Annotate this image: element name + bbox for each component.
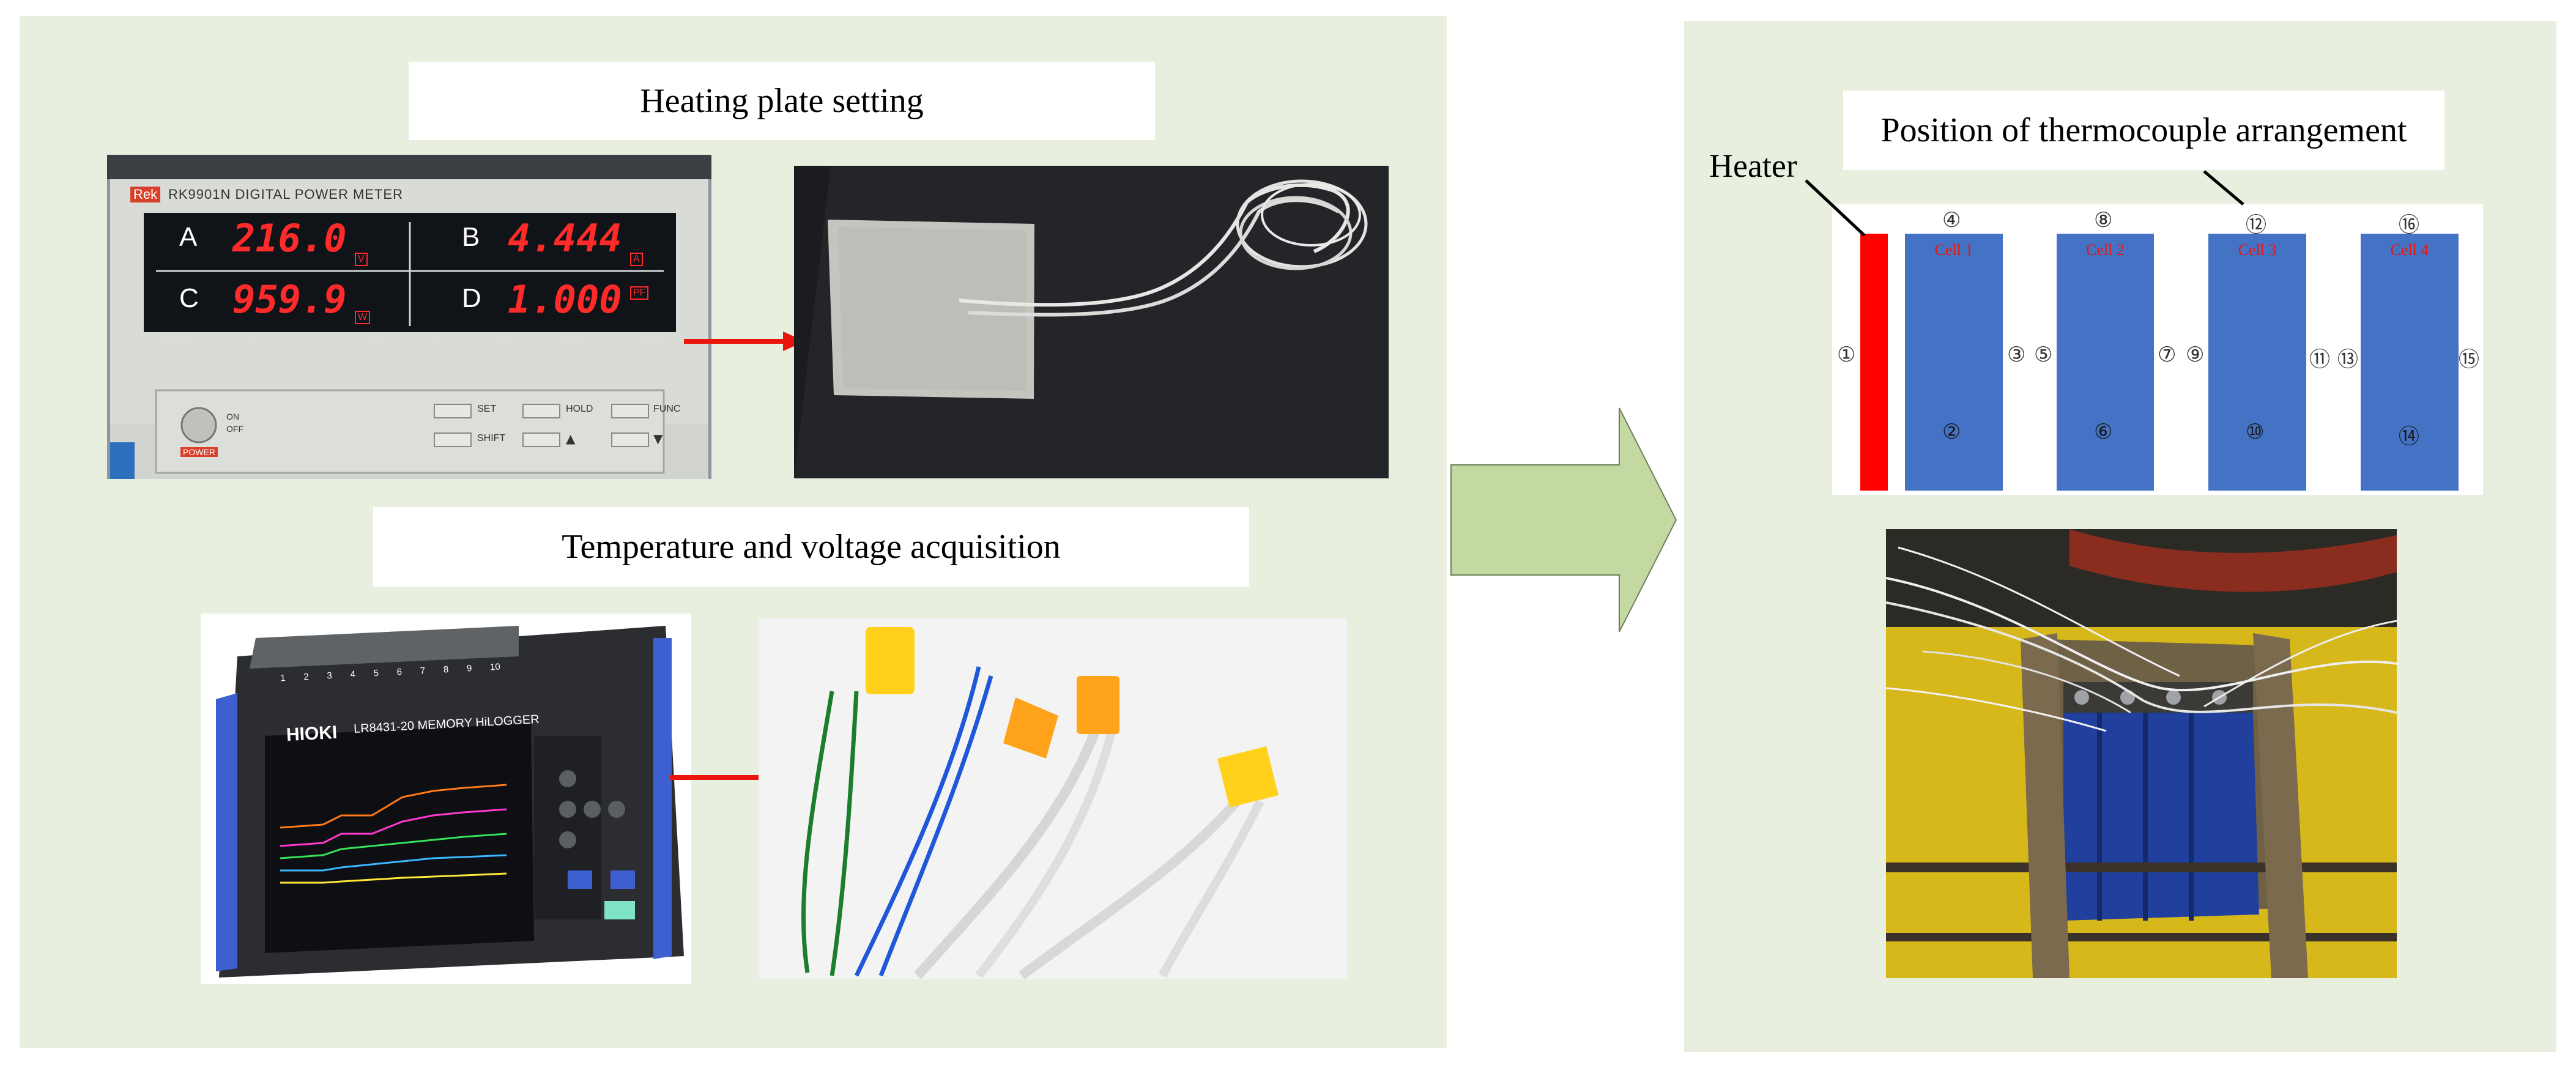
marker-9: ⑨: [2186, 344, 2205, 366]
status-i-h: I-H: [245, 338, 258, 349]
marker-2: ②: [1942, 421, 1961, 443]
marker-5: ⑤: [2034, 344, 2053, 366]
status-p-l: P-L: [433, 338, 449, 349]
meter-hold-button: HOLD: [566, 404, 593, 414]
cell-2-label: Cell 2: [2086, 241, 2125, 259]
marker-12: ⑫: [2246, 214, 2266, 237]
process-flow-arrow: [1450, 407, 1677, 633]
meter-down-button: ▼: [653, 431, 663, 446]
marker-1: ①: [1837, 344, 1856, 366]
thermocouple-arrangement-title: Position of thermocouple arrangement: [1843, 91, 2444, 170]
meter-up-button: ▲: [566, 431, 576, 446]
heating-plate-title: Heating plate setting: [409, 62, 1155, 140]
status-ng: NG: [498, 338, 513, 349]
marker-3: ③: [2007, 344, 2026, 366]
marker-6: ⑥: [2094, 421, 2113, 443]
reading-d-unit: PF: [630, 286, 649, 300]
marker-11: ⑪: [2309, 349, 2330, 371]
meter-shift-button: SHIFT: [477, 433, 506, 443]
meter-status-labels: SAMPLE I-H I-L P-H P-L NG PASS HOLD: [156, 338, 664, 349]
reading-c-unit: W: [355, 311, 371, 324]
marker-7: ⑦: [2158, 344, 2177, 366]
reading-b-unit: A: [630, 253, 643, 266]
thermocouples-photo: [759, 618, 1347, 979]
marker-16: ⑯: [2399, 214, 2419, 237]
cell-3-label: Cell 3: [2238, 241, 2277, 259]
battery-module-photo: [1886, 529, 2397, 978]
cell-2: [2057, 234, 2154, 491]
marker-14: ⑭: [2399, 426, 2419, 448]
power-meter-brand: Rek: [130, 187, 161, 202]
reading-b-value: 4.444: [508, 216, 622, 261]
reading-c-value: 959.9: [232, 277, 347, 322]
reading-a-unit: V: [355, 253, 368, 266]
cell-3: [2208, 234, 2306, 491]
reading-c-label: C: [179, 283, 199, 313]
heater-label: Heater: [1709, 147, 1797, 184]
status-pass: PASS: [562, 338, 588, 349]
marker-8: ⑧: [2094, 209, 2113, 232]
reading-b-label: B: [462, 222, 480, 252]
meter-func-button: FUNC: [653, 404, 681, 414]
cell-4-label: Cell 4: [2390, 241, 2429, 259]
cell-4: [2361, 234, 2459, 491]
reading-a-label: A: [179, 222, 198, 252]
reading-a-value: 216.0: [232, 216, 347, 261]
status-sample: SAMPLE: [156, 338, 196, 349]
acquisition-title: Temperature and voltage acquisition: [373, 507, 1249, 587]
meter-on-label: ON: [226, 412, 239, 421]
status-hold: HOLD: [636, 338, 664, 349]
marker-15: ⑮: [2459, 349, 2479, 371]
power-meter-model: RK9901N DIGITAL POWER METER: [168, 187, 403, 202]
meter-off-label: OFF: [226, 424, 243, 434]
cell-1-label: Cell 1: [1934, 241, 1973, 259]
cell-1: [1905, 234, 2003, 491]
data-logger-photo: HIOKI LR8431-20 MEMORY HiLOGGER 1 2 3 4 …: [201, 614, 691, 984]
marker-4: ④: [1942, 209, 1961, 232]
heating-plate-photo: [794, 166, 1389, 478]
power-meter-photo: Rek RK9901N DIGITAL POWER METER A 216.0 …: [107, 155, 711, 479]
reading-d-value: 1.000: [508, 277, 622, 322]
thermocouple-diagram: Cell 1 Cell 2 Cell 3 Cell 4 ① ② ③ ④ ⑤ ⑥ …: [1832, 204, 2483, 495]
marker-10: ⑩: [2246, 421, 2265, 443]
status-i-l: I-L: [307, 338, 319, 349]
meter-power-label: POWER: [180, 447, 218, 457]
heater-bar: [1860, 234, 1888, 491]
reading-d-label: D: [462, 283, 481, 313]
meter-set-button: SET: [477, 404, 497, 414]
status-p-h: P-H: [368, 338, 385, 349]
marker-13: ⑬: [2337, 349, 2358, 371]
